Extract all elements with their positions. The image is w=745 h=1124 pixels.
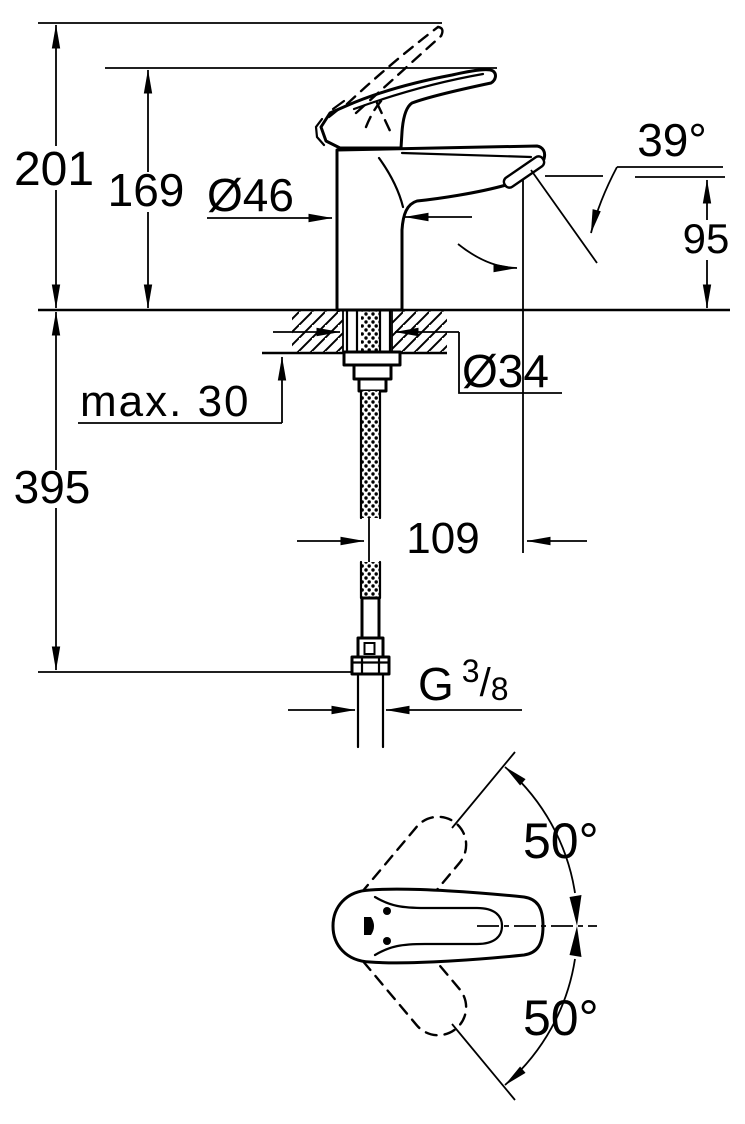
dim-spout-angle-label: 39° <box>637 114 707 166</box>
hose-hex-connector <box>350 655 391 676</box>
mounting-washer <box>342 350 402 367</box>
faucet-body <box>335 144 547 312</box>
supply-hose <box>350 389 391 749</box>
dim-hole-diameter-label: Ø34 <box>462 345 549 397</box>
spout-top-inner-line <box>400 151 533 159</box>
dim-spout-height-label: 95 <box>683 215 730 262</box>
hose-sleeve <box>360 596 381 640</box>
body-crease <box>377 156 405 209</box>
dim-supply-length-label: 395 <box>14 461 91 513</box>
dim-spout-reach: 109 <box>297 514 587 563</box>
thread-numerator: 3 <box>462 653 480 689</box>
swing-ray-upper <box>451 751 516 829</box>
dim-swing-lower: 50° <box>504 926 599 1086</box>
handle-dot-top <box>383 907 391 915</box>
dim-spout-angle: 39° <box>530 114 723 264</box>
mounting-hole-edges <box>342 311 393 353</box>
handle-swung-up-dashed <box>347 815 468 946</box>
stream-direction-arc <box>457 243 518 273</box>
dim-handle-height: 169 <box>108 69 185 309</box>
handle-raised-dashed <box>327 25 444 135</box>
side-view: 201 169 Ø46 39° 95 <box>14 22 730 749</box>
handle-indicator-notch <box>364 917 374 935</box>
aerator <box>502 155 546 189</box>
thread-prefix: G <box>418 658 454 710</box>
handle-highlight-line <box>352 72 485 111</box>
counter-deck <box>38 308 730 355</box>
dim-total-height-label: 201 <box>14 143 94 196</box>
connector-tail-tube <box>356 672 385 749</box>
thread-denominator: 8 <box>491 671 509 707</box>
handle-swung-down-dashed <box>347 906 468 1037</box>
handle-plan-view <box>331 887 545 965</box>
dim-counter-thickness: max. 30 <box>78 356 287 426</box>
mounting-nut <box>352 363 393 381</box>
extension-lines <box>38 22 725 673</box>
dim-counter-thickness-label: max. 30 <box>80 377 251 426</box>
mounting-nut-step <box>357 377 388 393</box>
dim-body-diameter-label: Ø46 <box>207 169 294 221</box>
dim-spout-reach-label: 109 <box>406 514 479 563</box>
top-view: 50° 50° <box>331 751 599 1101</box>
handle-pivot-detail <box>314 117 326 147</box>
swing-ray-lower <box>451 1023 516 1101</box>
dim-swing-upper: 50° <box>504 766 599 926</box>
dim-swing-lower-label: 50° <box>523 990 599 1046</box>
handle-side-view <box>314 68 497 150</box>
thread-slash: / <box>480 661 492 705</box>
dim-swing-upper-label: 50° <box>523 813 599 869</box>
dim-handle-height-label: 169 <box>108 164 185 216</box>
dim-hole-diameter: Ø34 <box>273 327 562 397</box>
dim-total-height: 201 <box>14 24 94 309</box>
dim-body-diameter: Ø46 <box>207 169 472 223</box>
handle-dot-bottom <box>383 937 391 945</box>
dim-spout-height: 95 <box>683 179 730 309</box>
dim-supply-length: 395 <box>14 311 91 671</box>
